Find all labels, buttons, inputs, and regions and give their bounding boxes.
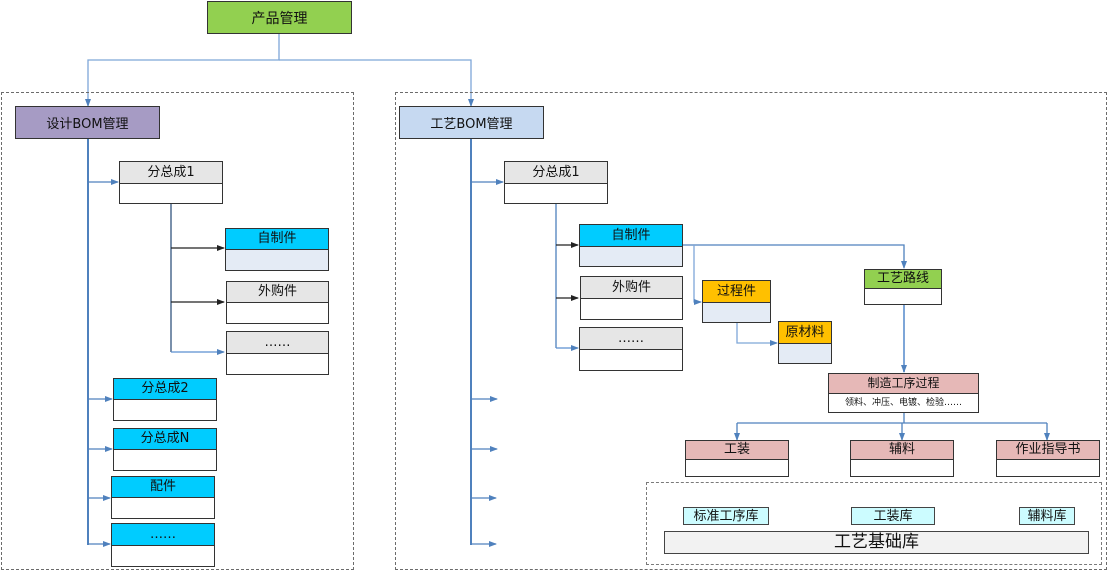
design-bom-region: [1, 92, 354, 570]
node-body: [505, 184, 607, 203]
process-bom-region: [395, 92, 1107, 570]
process-sub-assembly-1[interactable]: 分总成1: [504, 161, 608, 204]
node-body: [851, 460, 953, 476]
node-header: 自制件: [580, 225, 682, 247]
process-raw-material[interactable]: 原材料: [778, 321, 832, 364]
node-body: [580, 350, 682, 370]
standard-process-library[interactable]: 标准工序库: [683, 507, 769, 525]
node-header: 分总成1: [505, 162, 607, 184]
tooling-library[interactable]: 工装库: [851, 507, 935, 525]
node-body: [997, 460, 1099, 476]
node-header: 外购件: [581, 277, 682, 299]
process-self-made-part[interactable]: 自制件: [579, 224, 683, 267]
node-header: ……: [580, 328, 682, 350]
node-header: 外购件: [227, 282, 328, 303]
node-header: ……: [112, 524, 214, 546]
manufacturing-process[interactable]: 制造工序过程 领料、冲压、电镀、检验……: [828, 373, 979, 413]
process-in-process-part[interactable]: 过程件: [702, 280, 771, 323]
node-header: 过程件: [703, 281, 770, 303]
node-body: [227, 303, 328, 323]
node-body: [120, 184, 222, 203]
process-purchased-part[interactable]: 外购件: [580, 276, 683, 320]
process-route[interactable]: 工艺路线: [864, 269, 942, 305]
work-instruction-node[interactable]: 作业指导书: [996, 440, 1100, 477]
process-library-region: [646, 482, 1102, 565]
product-management-node[interactable]: 产品管理: [207, 1, 352, 34]
tooling-node[interactable]: 工装: [685, 440, 789, 477]
product-management-label: 产品管理: [251, 10, 308, 27]
node-header: 分总成N: [114, 429, 216, 450]
design-accessories[interactable]: 配件: [111, 476, 215, 519]
process-bom-label: 工艺BOM管理: [430, 117, 513, 132]
auxiliary-material-node[interactable]: 辅料: [850, 440, 954, 477]
design-more[interactable]: ……: [111, 523, 215, 567]
node-header: 配件: [112, 477, 214, 498]
node-body: [581, 299, 682, 319]
node-header: 分总成1: [120, 162, 222, 184]
node-header: 分总成2: [114, 379, 216, 400]
design-more-parts[interactable]: ……: [226, 331, 329, 375]
process-bom-node[interactable]: 工艺BOM管理: [399, 106, 544, 139]
connector-root: [279, 59, 474, 107]
connector-root: [85, 33, 280, 107]
auxiliary-library[interactable]: 辅料库: [1019, 507, 1075, 525]
process-more-parts[interactable]: ……: [579, 327, 683, 371]
manufacturing-steps: 领料、冲压、电镀、检验……: [829, 394, 978, 412]
node-header: 制造工序过程: [829, 374, 978, 394]
process-base-library[interactable]: 工艺基础库: [664, 531, 1089, 554]
node-body: [580, 247, 682, 266]
design-bom-node[interactable]: 设计BOM管理: [15, 106, 160, 139]
design-self-made-part[interactable]: 自制件: [225, 228, 329, 271]
node-header: 辅料: [851, 441, 953, 460]
node-header: 原材料: [779, 322, 831, 344]
design-bom-label: 设计BOM管理: [46, 117, 129, 132]
node-header: 工装: [686, 441, 788, 460]
node-body: [686, 460, 788, 476]
node-header: 作业指导书: [997, 441, 1099, 460]
node-header: 自制件: [226, 229, 328, 250]
node-body: [227, 354, 328, 374]
node-body: [226, 250, 328, 270]
design-sub-assembly-n[interactable]: 分总成N: [113, 428, 217, 471]
node-header: 工艺路线: [865, 270, 941, 289]
node-body: [112, 498, 214, 518]
node-body: [865, 289, 941, 304]
design-sub-assembly-1[interactable]: 分总成1: [119, 161, 223, 204]
node-body: [779, 344, 831, 363]
node-body: [114, 450, 216, 470]
node-header: ……: [227, 332, 328, 354]
design-purchased-part[interactable]: 外购件: [226, 281, 329, 324]
design-sub-assembly-2[interactable]: 分总成2: [113, 378, 217, 421]
node-body: [112, 546, 214, 566]
node-body: [114, 400, 216, 420]
node-body: [703, 303, 770, 322]
